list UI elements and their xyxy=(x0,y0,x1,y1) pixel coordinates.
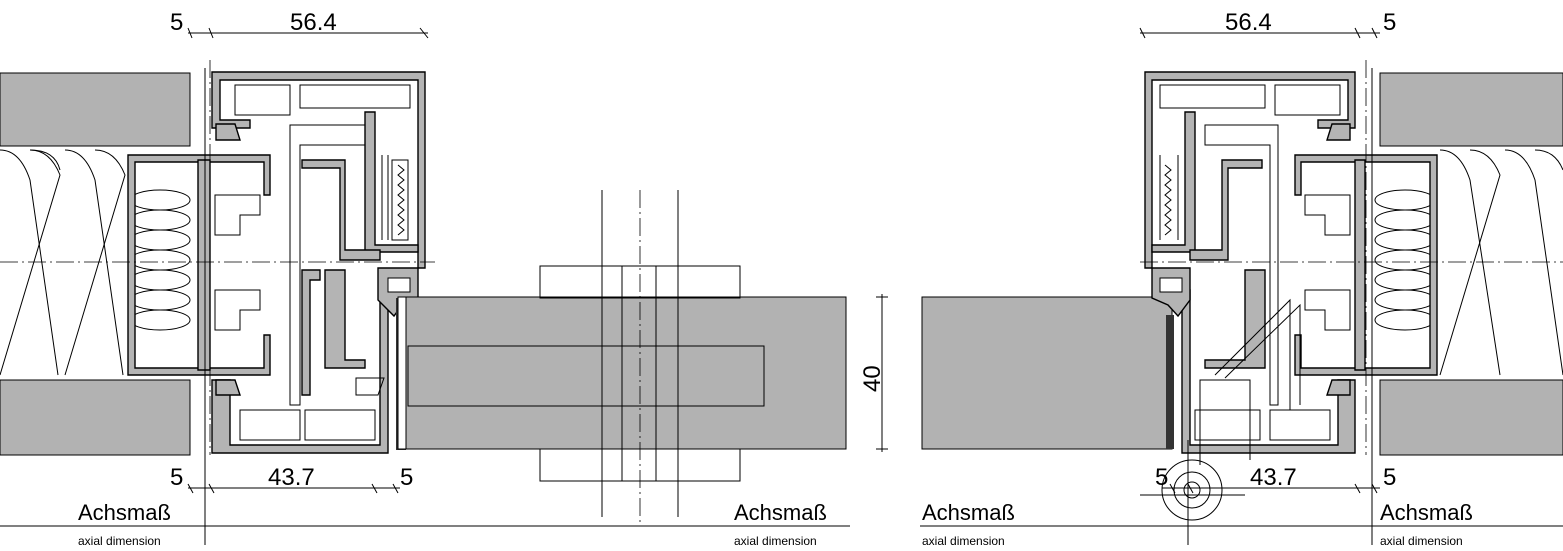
right-hinge xyxy=(1140,298,1301,545)
left-wall-bottom xyxy=(0,379,191,456)
right-dim-top-width: 56.4 xyxy=(1225,9,1272,36)
right-sublabel-right: axial dimension xyxy=(1380,534,1463,548)
left-insulation xyxy=(0,149,191,376)
right-dim-bottom-gap-right: 5 xyxy=(1383,464,1396,491)
center-panel-body xyxy=(405,296,847,450)
right-dim-top-gap: 5 xyxy=(1383,9,1396,36)
right-label-achsmass-right: Achsmaß xyxy=(1380,500,1473,525)
right-wall-top xyxy=(1379,72,1563,147)
right-dim-bottom-gap-left: 5 xyxy=(1155,464,1168,491)
left-dim-top-width: 56.4 xyxy=(290,9,337,36)
center-panel: 40 Achsmaß axial dimension Achsmaß axial… xyxy=(0,190,888,548)
right-channel xyxy=(1294,154,1438,376)
right-sublabel-left: axial dimension xyxy=(922,534,1005,548)
left-dim-top-gap: 5 xyxy=(170,9,183,36)
left-dim-bottom-width: 43.7 xyxy=(268,464,315,491)
right-frame-detail: 56.4 5 5 43.7 5 Achsmaß axial dimension … xyxy=(920,9,1563,548)
right-label-achsmass-left: Achsmaß xyxy=(922,500,1015,525)
left-dim-bottom-gap-right: 5 xyxy=(400,464,413,491)
center-sublabel: axial dimension xyxy=(734,534,817,548)
left-label-achsmass: Achsmaß xyxy=(78,500,171,525)
left-frame-detail: 5 56.4 5 43.7 5 xyxy=(0,9,435,545)
left-channel xyxy=(127,154,271,376)
left-main-profile xyxy=(211,71,426,269)
left-wall-top xyxy=(0,72,191,147)
center-label-achsmass: Achsmaß xyxy=(734,500,827,525)
right-dim-bottom-width: 43.7 xyxy=(1250,464,1297,491)
right-insulation xyxy=(1374,149,1563,376)
right-wall-bottom xyxy=(1379,379,1563,456)
center-dim-thickness: 40 xyxy=(859,365,886,392)
left-sublabel: axial dimension xyxy=(78,534,161,548)
right-main-profile xyxy=(1144,71,1356,269)
left-dim-bottom-gap-left: 5 xyxy=(170,464,183,491)
right-panel-body xyxy=(921,296,1173,450)
